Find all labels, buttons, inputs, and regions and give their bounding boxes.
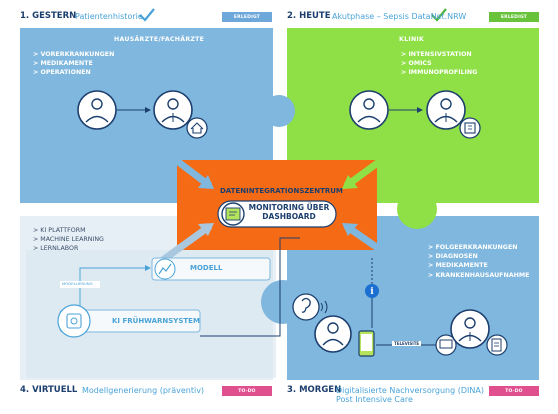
list-morgen: > FOLGEERKRANKUNGEN > DIAGNOSEN > MEDIKA… xyxy=(428,243,529,280)
panel-title: KLINIK xyxy=(399,36,425,43)
patient-icon xyxy=(349,90,389,130)
status-badge: TO-DO xyxy=(489,386,539,396)
televisite-label: TELEVISITE xyxy=(392,341,422,346)
doctor-icon xyxy=(426,90,466,130)
step-title-morgen: 3. MORGEN xyxy=(287,385,342,395)
document-icon xyxy=(486,334,508,356)
list-item: > IMMUNOPROFILING xyxy=(401,69,478,77)
list-item: > KI PLATTFORM xyxy=(33,227,86,234)
step-title-heute: 2. HEUTE xyxy=(287,11,331,21)
ai-chip-icon xyxy=(57,304,91,338)
list-item: > MACHINE LEARNING xyxy=(33,236,104,244)
list-heute: > INTENSIVSTATION > OMICS > IMMUNOPROFIL… xyxy=(401,50,477,78)
modellierung-label: MODELLIERUNG xyxy=(62,281,93,286)
list-item: > VORERKRANKUNGEN xyxy=(33,51,115,58)
home-icon xyxy=(186,117,208,139)
list-item: > KRANKENHAUSAUFNAHME xyxy=(428,271,530,279)
doctor-icon xyxy=(450,309,490,349)
info-icon xyxy=(365,284,379,298)
step-title-virtuell: 4. VIRTUELL xyxy=(20,385,78,395)
list-item: > DIAGNOSEN xyxy=(428,253,478,261)
list-item: > OPERATIONEN xyxy=(33,69,91,77)
list-gestern: > VORERKRANKUNGEN > MEDIKAMENTE > OPERAT… xyxy=(33,50,114,78)
dashboard-icon xyxy=(225,207,241,221)
list-item: > LERNLABOR xyxy=(33,245,79,253)
svg-text:i: i xyxy=(370,287,374,297)
status-badge: TO-DO xyxy=(222,386,272,396)
list-item: > INTENSIVSTATION xyxy=(401,51,472,58)
list-virtuell: > KI PLATTFORM > MACHINE LEARNING > LERN… xyxy=(33,226,104,254)
list-item: > MEDIKAMENTE xyxy=(428,262,488,270)
step-subtitle-heute: Akutphase – Sepsis DataNet.NRW xyxy=(332,12,467,21)
step-subtitle-virtuell: Modellgenerierung (präventiv) xyxy=(82,386,205,395)
subtitle-line-1: Digitalisierte Nachversorgung (DINA) xyxy=(336,386,484,395)
check-icon xyxy=(139,8,155,22)
smartphone-icon xyxy=(358,330,375,357)
step-title-gestern: 1. GESTERN xyxy=(20,11,77,21)
doctor-icon xyxy=(153,90,193,130)
patient-icon xyxy=(77,90,117,130)
monitor-icon xyxy=(435,334,457,356)
ki-label: KI FRÜHWARNSYSTEM xyxy=(112,317,200,325)
status-badge: ERLEDIGT xyxy=(222,12,272,22)
puzzle-knob xyxy=(397,189,437,229)
subtitle-line-2: Post Intensive Care xyxy=(336,395,413,404)
step-subtitle-morgen: Digitalisierte Nachversorgung (DINA) Pos… xyxy=(336,386,484,404)
signal-waves xyxy=(320,300,328,314)
list-item: > MEDIKAMENTE xyxy=(33,60,93,68)
modell-label: MODELL xyxy=(190,264,223,272)
status-badge: ERLEDIGT xyxy=(489,12,539,22)
center-title: DATENINTEGRATIONSZENTRUM xyxy=(220,187,343,195)
panel-title: HAUSÄRZTE/FACHÄRZTE xyxy=(114,36,205,43)
patient-icon xyxy=(314,315,352,353)
hospital-icon xyxy=(459,117,481,139)
hearing-icon xyxy=(292,293,320,321)
monitoring-label: MONITORING ÜBER DASHBOARD xyxy=(246,203,332,221)
puzzle-knob xyxy=(263,95,295,127)
monitoring-line-1: MONITORING ÜBER xyxy=(248,203,330,212)
list-item: > FOLGEERKRANKUNGEN xyxy=(428,244,518,251)
modellierung-line xyxy=(79,265,151,307)
monitoring-line-2: DASHBOARD xyxy=(262,211,316,221)
feedback-line xyxy=(200,237,300,337)
chart-icon xyxy=(158,263,172,275)
modell-box xyxy=(151,257,271,281)
center-arrows xyxy=(157,145,401,265)
list-item: > OMICS xyxy=(401,60,432,68)
step-subtitle-gestern: Patientenhistorie xyxy=(75,12,143,21)
check-icon xyxy=(431,8,447,22)
